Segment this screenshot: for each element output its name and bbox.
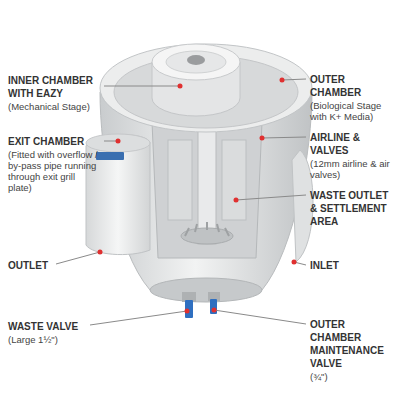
part-label: WASTE OUTLET & SETTLEMENT AREA <box>310 189 396 228</box>
part-note: (Mechanical Stage) <box>8 101 100 112</box>
part-note: (12mm airline & air valves) <box>310 158 396 180</box>
part-label: OUTLET <box>8 259 100 272</box>
part-label: AIRLINE & VALVES <box>310 131 396 157</box>
part-label: INNER CHAMBER WITH EAZY <box>8 74 100 100</box>
part-label: EXIT CHAMBER <box>8 135 100 148</box>
part-label: WASTE VALVE <box>8 320 100 333</box>
part-label: OUTER CHAMBER MAINTENANCE VALVE <box>310 318 396 370</box>
part-label: OUTER CHAMBER <box>310 73 396 99</box>
part-label: INLET <box>310 259 396 272</box>
part-note: (Biological Stage with K+ Media) <box>310 100 396 122</box>
part-note: (Fitted with overflow / by-pass pipe run… <box>8 149 100 193</box>
part-note: (¾") <box>310 371 396 382</box>
part-note: (Large 1½") <box>8 334 100 345</box>
